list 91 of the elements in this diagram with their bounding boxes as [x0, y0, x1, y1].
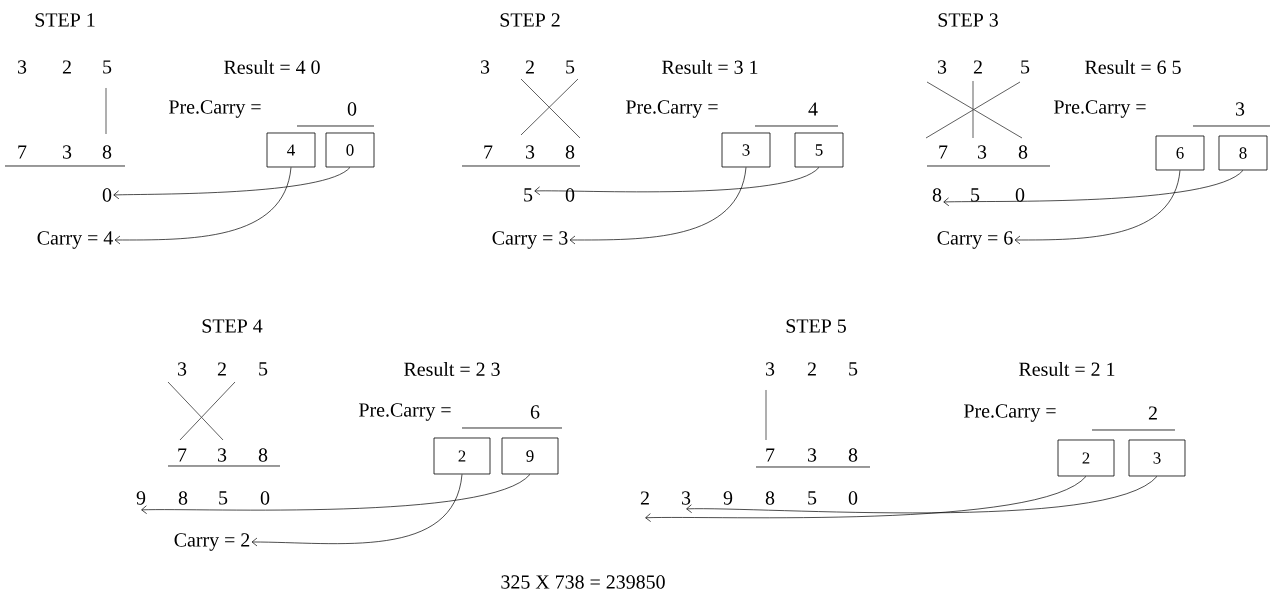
digit: 8 — [765, 491, 775, 505]
digit: 5 — [1021, 60, 1030, 74]
result-text: Result = 3 1 — [662, 60, 758, 74]
carry-text: Carry = 2 — [174, 533, 250, 551]
digit: 0 — [848, 491, 858, 505]
digit: 5 — [566, 60, 575, 74]
digit-box: 6 — [1155, 135, 1205, 171]
digit: 5 — [259, 362, 268, 376]
pre-carry-text: Pre.Carry = — [359, 403, 451, 421]
arrow — [943, 170, 1244, 207]
step-heading: STEP 2 — [500, 13, 560, 27]
arrow — [114, 167, 292, 245]
digit: 7 — [178, 448, 187, 462]
digit: 9 — [723, 491, 733, 505]
digit: 2 — [1148, 406, 1157, 420]
arrow — [141, 474, 531, 514]
digit: 8 — [932, 188, 942, 202]
arrow — [534, 167, 820, 196]
digit-box: 2 — [433, 437, 491, 475]
caption: 325 X 738 = 239850 — [501, 575, 665, 589]
arrow — [113, 167, 351, 200]
step-heading: STEP 1 — [35, 13, 95, 27]
digit: 8 — [102, 145, 112, 159]
digit: 5 — [103, 60, 112, 74]
arrow — [251, 474, 463, 547]
digit: 5 — [219, 491, 228, 505]
step-heading: STEP 5 — [786, 319, 846, 333]
digit: 3 — [1235, 102, 1245, 116]
digit: 5 — [849, 362, 858, 376]
digit: 0 — [347, 102, 357, 116]
digit: 3 — [682, 491, 691, 505]
digit: 8 — [565, 145, 575, 159]
digit: 7 — [18, 145, 27, 159]
result-text: Result = 2 3 — [404, 362, 500, 376]
digit: 5 — [971, 188, 980, 202]
digit: 4 — [808, 102, 818, 116]
digit: 2 — [217, 362, 226, 376]
digit-box: 4 — [266, 132, 316, 168]
digit: 3 — [977, 145, 987, 159]
result-text: Result = 2 1 — [1019, 362, 1115, 376]
digit: 2 — [807, 362, 816, 376]
carry-text: Carry = 3 — [492, 231, 568, 249]
digit-box: 9 — [501, 437, 559, 475]
digit: 3 — [481, 60, 490, 74]
digit: 2 — [62, 60, 71, 74]
digit: 3 — [808, 448, 817, 462]
digit-box: 8 — [1218, 135, 1268, 171]
digit: 8 — [258, 448, 268, 462]
carry-text: Carry = 4 — [37, 231, 113, 249]
pre-carry-text: Pre.Carry = — [1054, 100, 1146, 118]
digit: 7 — [939, 145, 948, 159]
digit: 5 — [808, 491, 817, 505]
carry-text: Carry = 6 — [937, 231, 1013, 249]
digit-box: 5 — [794, 132, 844, 168]
step-heading: STEP 4 — [202, 319, 263, 333]
digit: 0 — [102, 188, 112, 202]
digit-box: 0 — [325, 132, 375, 168]
digit: 3 — [766, 362, 775, 376]
digit-box: 3 — [1128, 439, 1186, 477]
digit: 5 — [524, 188, 533, 202]
arrow — [569, 167, 747, 245]
digit-box: 3 — [721, 132, 771, 168]
digit: 2 — [973, 60, 982, 74]
digit: 0 — [260, 491, 270, 505]
digit: 3 — [18, 60, 27, 74]
result-text: Result = 6 5 — [1085, 60, 1181, 74]
digit: 2 — [525, 60, 534, 74]
digit: 8 — [1018, 145, 1028, 159]
step-heading: STEP 3 — [938, 13, 998, 27]
digit: 8 — [178, 491, 188, 505]
digit: 6 — [530, 405, 540, 419]
digit: 9 — [136, 491, 146, 505]
arrow — [686, 476, 1158, 514]
pre-carry-text: Pre.Carry = — [169, 100, 261, 118]
digit: 3 — [526, 145, 535, 159]
pre-carry-text: Pre.Carry = — [626, 100, 718, 118]
digit: 3 — [218, 448, 227, 462]
digit: 3 — [63, 145, 72, 159]
digit: 3 — [178, 362, 187, 376]
digit: 8 — [848, 448, 858, 462]
digit: 7 — [766, 448, 775, 462]
digit: 7 — [484, 145, 493, 159]
digit: 0 — [1015, 188, 1025, 202]
digit: 0 — [565, 188, 575, 202]
pre-carry-text: Pre.Carry = — [964, 404, 1056, 422]
digit: 3 — [938, 60, 947, 74]
digit-box: 2 — [1057, 439, 1115, 477]
result-text: Result = 4 0 — [224, 60, 320, 74]
arrow — [645, 476, 1087, 522]
digit: 2 — [640, 491, 649, 505]
arrow — [1014, 170, 1181, 245]
